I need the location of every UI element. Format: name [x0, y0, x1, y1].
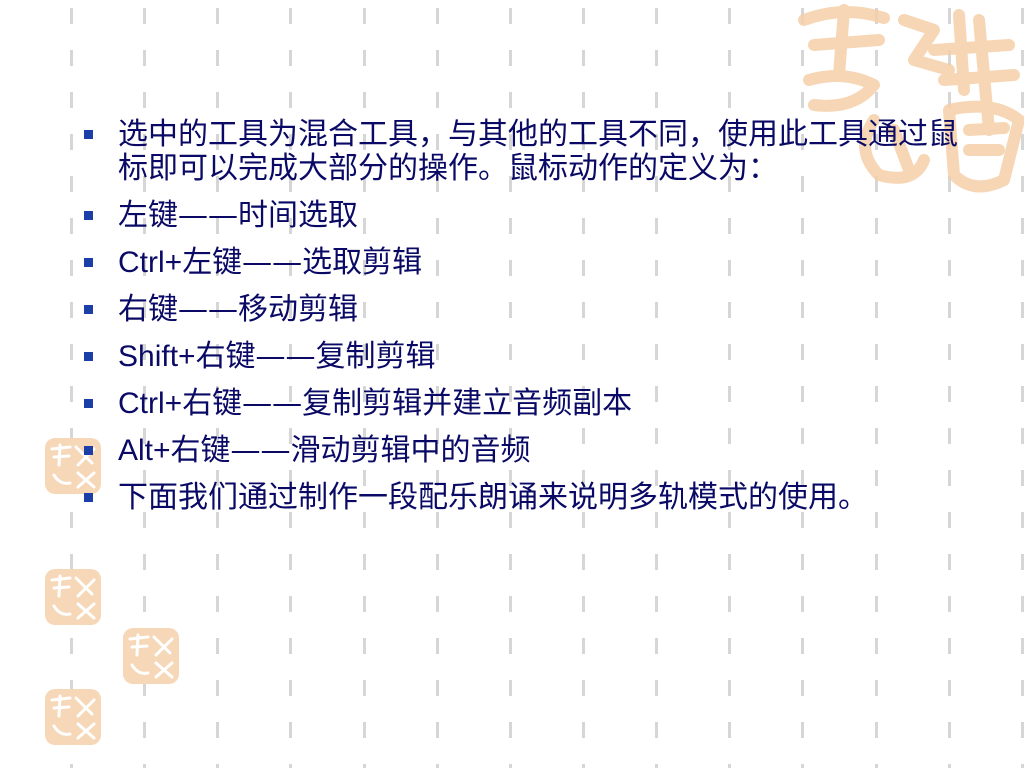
- bullet-item: 选中的工具为混合工具，与其他的工具不同，使用此工具通过鼠标即可以完成大部分的操作…: [80, 118, 960, 186]
- square-bullet-icon: [84, 211, 93, 220]
- square-bullet-icon: [84, 130, 93, 139]
- square-bullet-icon: [84, 258, 93, 267]
- dash-column: [509, 0, 512, 768]
- square-bullet-icon: [84, 493, 93, 502]
- square-bullet-icon: [84, 446, 93, 455]
- auspicious-seal-watermark: [798, 4, 1024, 193]
- small-seal-watermark: [45, 689, 101, 745]
- dash-column: [875, 0, 878, 768]
- small-seal-watermark: [123, 628, 179, 684]
- square-bullet-icon: [84, 305, 93, 314]
- dash-column: [363, 0, 366, 768]
- bullet-item: Shift+右键——复制剪辑: [80, 340, 960, 374]
- bullet-text: 左键——时间选取: [118, 198, 358, 233]
- dash-column: [70, 0, 73, 768]
- bullet-item: Alt+右键——滑动剪辑中的音频: [80, 434, 960, 468]
- small-seal-watermark: [45, 569, 101, 625]
- dash-column: [1021, 0, 1024, 768]
- slide-body: 选中的工具为混合工具，与其他的工具不同，使用此工具通过鼠标即可以完成大部分的操作…: [80, 118, 960, 528]
- bullet-item: Ctrl+右键——复制剪辑并建立音频副本: [80, 387, 960, 421]
- bullet-text: 下面我们通过制作一段配乐朗诵来说明多轨模式的使用。: [118, 480, 868, 515]
- dash-column: [948, 0, 951, 768]
- dash-column: [728, 0, 731, 768]
- bullet-item: Ctrl+左键——选取剪辑: [80, 246, 960, 280]
- bullet-text: 右键——复制剪辑并建立音频副本: [182, 386, 633, 421]
- modifier-key: Alt+: [118, 434, 171, 467]
- bullet-list: 选中的工具为混合工具，与其他的工具不同，使用此工具通过鼠标即可以完成大部分的操作…: [80, 118, 960, 515]
- bullet-text: 右键——复制剪辑: [195, 339, 436, 374]
- dash-column: [801, 0, 804, 768]
- dash-column: [655, 0, 658, 768]
- bullet-text: 右键——移动剪辑: [118, 292, 358, 327]
- square-bullet-icon: [84, 399, 93, 408]
- modifier-key: Shift+: [118, 340, 196, 373]
- square-bullet-icon: [84, 352, 93, 361]
- bullet-text: 选中的工具为混合工具，与其他的工具不同，使用此工具通过鼠标即可以完成大部分的操作…: [118, 117, 958, 186]
- dash-column: [216, 0, 219, 768]
- bullet-text: 左键——选取剪辑: [182, 245, 423, 280]
- bullet-item: 下面我们通过制作一段配乐朗诵来说明多轨模式的使用。: [80, 481, 960, 515]
- modifier-key: Ctrl+: [118, 387, 183, 420]
- dash-column: [143, 0, 146, 768]
- dash-column: [582, 0, 585, 768]
- dash-column: [436, 0, 439, 768]
- bullet-item: 左键——时间选取: [80, 199, 960, 233]
- dash-column: [289, 0, 292, 768]
- bullet-item: 右键——移动剪辑: [80, 293, 960, 327]
- modifier-key: Ctrl+: [118, 246, 183, 279]
- bullet-text: 右键——滑动剪辑中的音频: [170, 433, 531, 468]
